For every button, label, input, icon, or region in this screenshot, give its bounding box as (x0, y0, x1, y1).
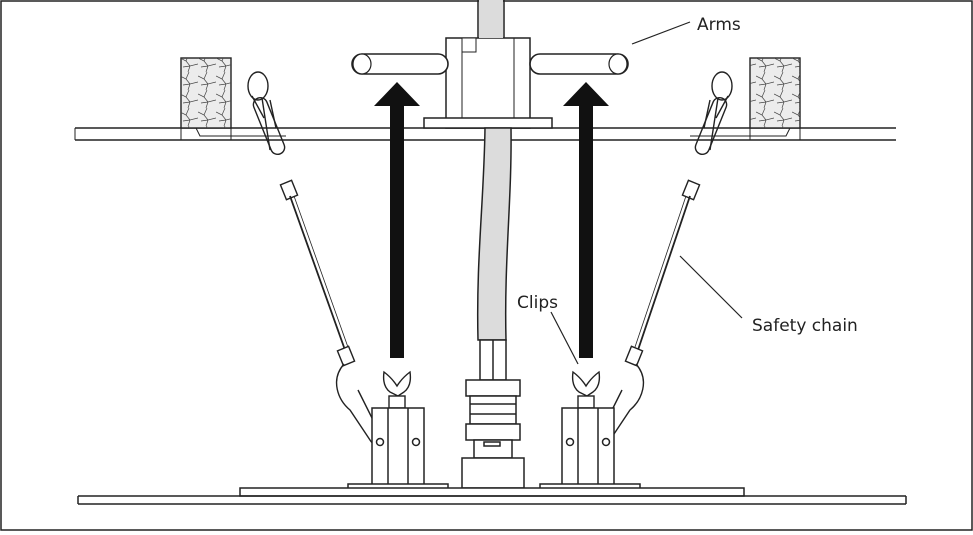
arms-leader-line (631, 21, 691, 45)
right-clip (571, 370, 601, 409)
label-clips: Clips (517, 293, 558, 313)
central-hub (423, 37, 553, 129)
right-up-arrow (563, 82, 609, 358)
right-anchor-block (690, 57, 801, 140)
cable-hose (476, 0, 512, 341)
label-safety-chain: Safety chain (752, 316, 858, 336)
fixture-base-plate (77, 487, 907, 505)
clips-leader-line (550, 311, 579, 365)
label-arms: Arms (697, 15, 741, 35)
safety-chain-leader-line (679, 255, 743, 319)
hose-connector (461, 339, 525, 489)
right-safety-chain (599, 71, 733, 445)
left-up-arrow (374, 82, 420, 358)
left-arm (351, 53, 449, 75)
left-anchor-block (180, 57, 286, 140)
left-clip (382, 370, 412, 409)
right-arm (529, 53, 629, 75)
